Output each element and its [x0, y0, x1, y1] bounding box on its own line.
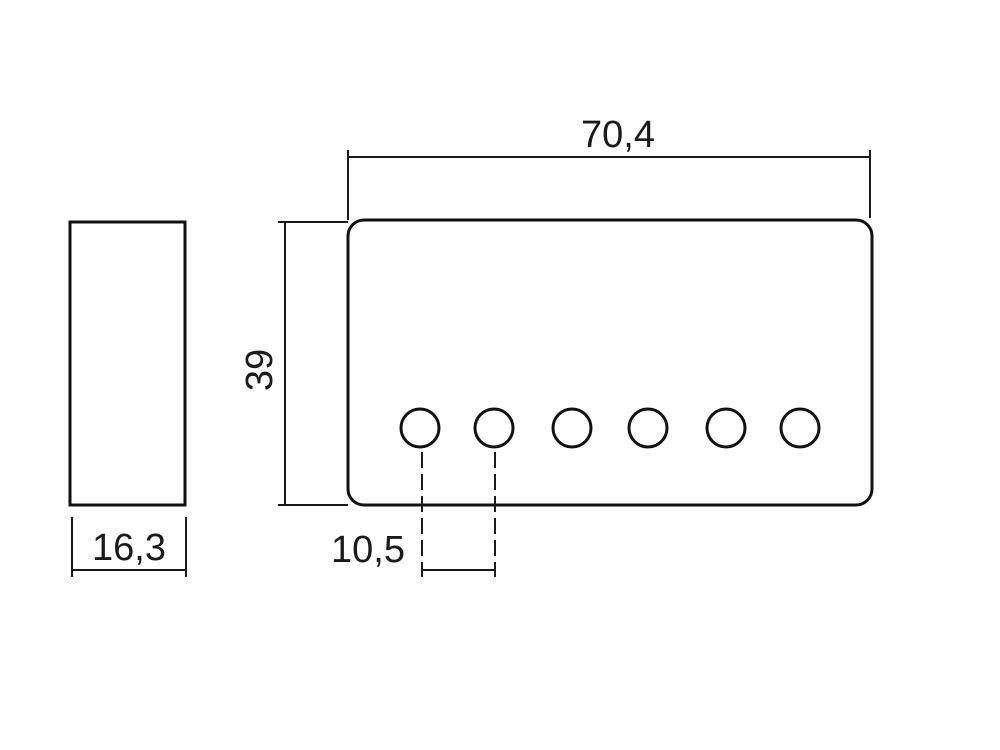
- pole-hole: [473, 407, 515, 449]
- overall-width-label: 70,4: [581, 114, 655, 156]
- pole-hole: [705, 407, 747, 449]
- pole-hole: [551, 407, 593, 449]
- pole-hole: [399, 407, 441, 449]
- pole-hole: [779, 407, 821, 449]
- side-view-outline: [68, 220, 187, 507]
- side-depth-label: 16,3: [92, 527, 166, 569]
- pole-holes: [399, 407, 821, 449]
- pole-hole: [627, 407, 669, 449]
- top-view-outline: [346, 218, 874, 507]
- height-label: 39: [239, 349, 281, 391]
- pole-spacing-label: 10,5: [331, 529, 405, 571]
